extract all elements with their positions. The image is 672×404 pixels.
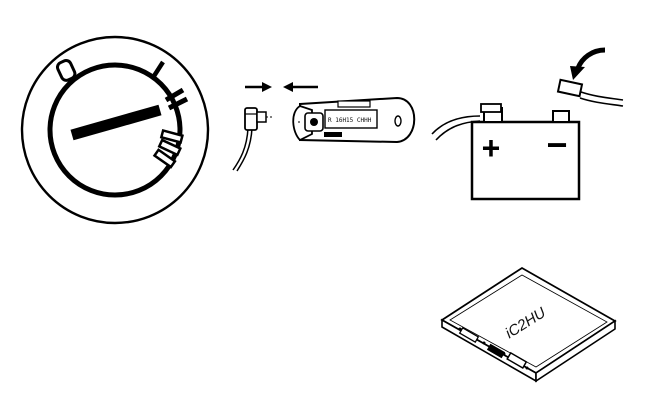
ignition-switch [20,35,210,225]
lock-position-II-icon [164,87,189,111]
fuse-holder: R 16H15 CHHH [292,96,416,144]
key-slot [70,104,162,141]
battery-negative-terminal [552,110,570,123]
fuse-holder-hole [394,115,402,127]
module-connector-ports [458,327,529,370]
negative-cable-clamp [556,78,624,107]
control-module: iC2HU [440,266,617,383]
arrow-left-icon [283,82,318,92]
lock-position-I-icon [152,60,165,78]
switch-inner-ring [47,62,183,198]
fuse-label: R 16H15 CHHH [328,117,372,124]
lock-position-0-icon [55,59,77,82]
plug-connector [232,107,274,172]
lock-position-III-icon [152,128,184,169]
battery-body [470,120,581,201]
arrow-right-icon [245,82,272,92]
curved-arrow-icon [570,47,606,80]
minus-sign: − [546,124,567,165]
module-side [535,319,616,383]
battery: + − [431,47,624,201]
plus-sign: + [482,130,501,166]
